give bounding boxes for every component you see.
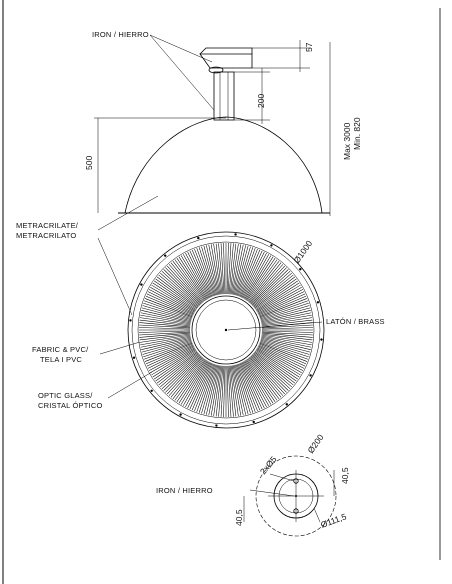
label-brass: LATÓN / BRASS [326,317,385,326]
dim-40-5-left: 40,5 [234,509,244,526]
dim-111-5: Ø111,5 [319,511,348,530]
label-iron-side: IRON / HIERRO [92,30,149,39]
outer-ring [127,231,325,429]
dim-200: 200 [256,94,266,108]
label-fabric-2: TELA I PVC [40,355,82,364]
outer-ring-inner [131,235,321,425]
label-metacrilate-2: METRACRILATO [16,231,76,240]
canopy-detail: IRON / HIERRO 2xØ5 Ø200 40,5 40,5 Ø111,5 [156,432,350,537]
center-pin [224,328,228,332]
dim-max: Max 3000 [342,122,352,160]
label-fabric-1: FABRIC & PVC/ [32,345,89,354]
dim-200-canopy: Ø200 [305,432,325,455]
center-hole-edge [195,299,257,361]
dim-min: Min. 820 [352,117,362,150]
dim-diameter-1000: Ø1000 [291,238,314,265]
canopy-outer [255,455,337,537]
dim-2x5: 2xØ5 [258,454,279,476]
top-view: METRACRILATE/ METRACRILATO Ø1000 LATÓN /… [16,195,385,429]
suspension-stem [213,71,235,121]
dim-500: 500 [84,156,94,170]
canopy-plate [199,53,253,69]
label-iron-canopy: IRON / HIERRO [156,486,213,495]
label-optic-2: CRISTAL ÓPTICO [38,401,102,410]
optic-glass-ring [137,241,315,419]
label-optic-1: OPTIC GLASS/ [38,391,93,400]
dim-40-5-right: 40,5 [340,467,350,484]
side-view: IRON / HIERRO 57 200 500 Max 3000 Min. 8… [84,30,362,216]
fabric-rays [139,243,313,417]
dim-57: 57 [304,42,314,52]
label-metacrilate-1: METRACRILATE/ [16,221,79,230]
perimeter-screws [129,233,323,427]
canopy-top [199,47,253,55]
canopy-knob [208,66,224,74]
dome-shade [124,116,323,214]
